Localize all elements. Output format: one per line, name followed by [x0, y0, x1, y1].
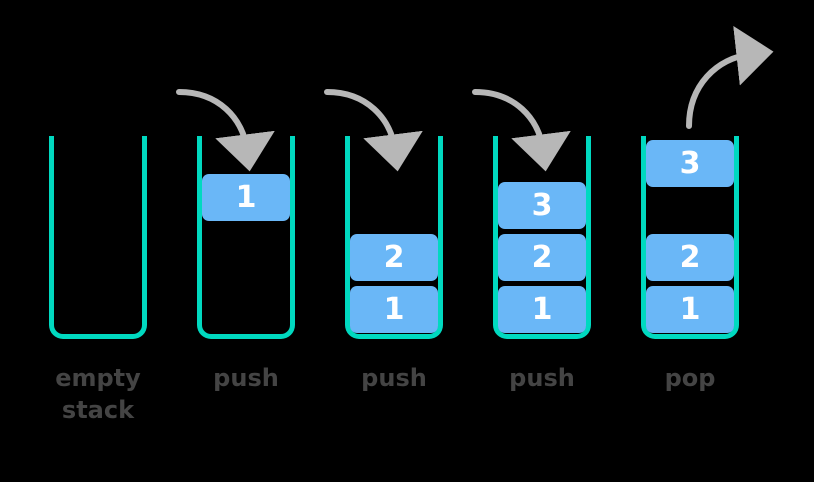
stack-container: [49, 136, 147, 339]
stack-cell: 3: [498, 182, 586, 229]
stage-caption: empty stack: [55, 364, 141, 425]
stack-cell: 1: [498, 286, 586, 333]
pop-arrow-icon: [686, 25, 774, 129]
stack-container: [197, 136, 295, 339]
stack-cell-popped: 3: [646, 140, 734, 187]
stack-cell: 2: [498, 234, 586, 281]
stage-caption: push: [361, 364, 427, 392]
stage-caption: push: [509, 364, 575, 392]
stack-container: [493, 136, 591, 339]
stack-cell: 2: [350, 234, 438, 281]
stack-cell: 1: [646, 286, 734, 333]
stack-cell: 1: [350, 286, 438, 333]
stack-cell: 2: [646, 234, 734, 281]
stage-caption: push: [213, 364, 279, 392]
stack-cell: 1: [202, 174, 290, 221]
stack-container: [641, 136, 739, 339]
stack-container: [345, 136, 443, 339]
stage-caption: pop: [664, 364, 716, 392]
